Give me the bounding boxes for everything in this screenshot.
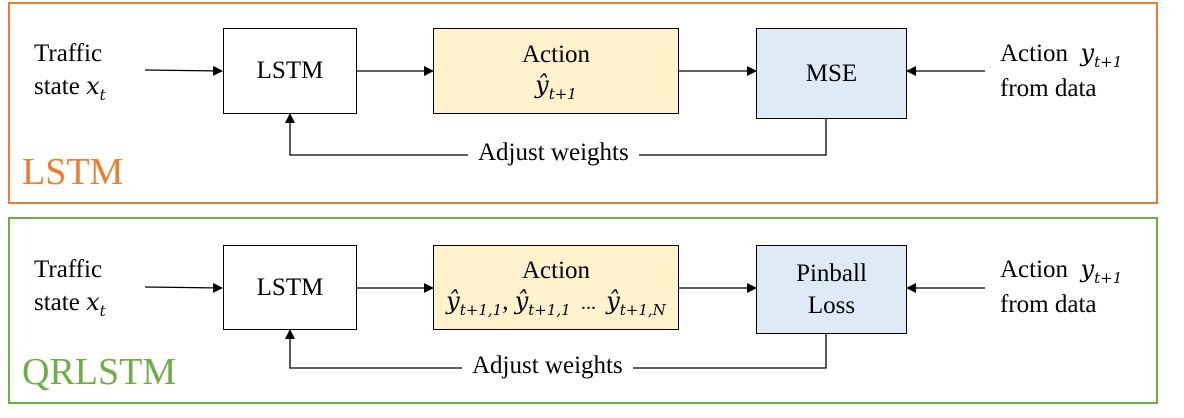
input-label-qrlstm: Traffic state xt bbox=[34, 256, 106, 320]
mse-box: MSE bbox=[756, 28, 907, 119]
panel-label-lstm: LSTM bbox=[22, 151, 124, 193]
target-label-qrlstm: Action yt+1 from data bbox=[1000, 255, 1123, 318]
feedback-label-lstm: Adjust weights bbox=[468, 139, 639, 167]
feedback-label-qrlstm: Adjust weights bbox=[462, 352, 633, 380]
panel-label-qrlstm: QRLSTM bbox=[22, 351, 177, 393]
lstm-model-box: LSTM bbox=[223, 28, 357, 114]
pinball-loss-box: Pinball Loss bbox=[756, 245, 907, 334]
target-label-lstm: Action yt+1 from data bbox=[1000, 39, 1123, 102]
input-label-lstm: Traffic state xt bbox=[34, 40, 106, 104]
quantile-action-box: Action ŷt+1,1, ŷt+1,1 ... ŷt+1,N bbox=[433, 245, 679, 330]
lstm-panel: LSTM bbox=[8, 2, 1158, 204]
action-box: Action ŷt+1 bbox=[433, 28, 679, 114]
lstm-model-box-qr: LSTM bbox=[223, 245, 357, 330]
qrlstm-panel: QRLSTM bbox=[8, 217, 1158, 404]
